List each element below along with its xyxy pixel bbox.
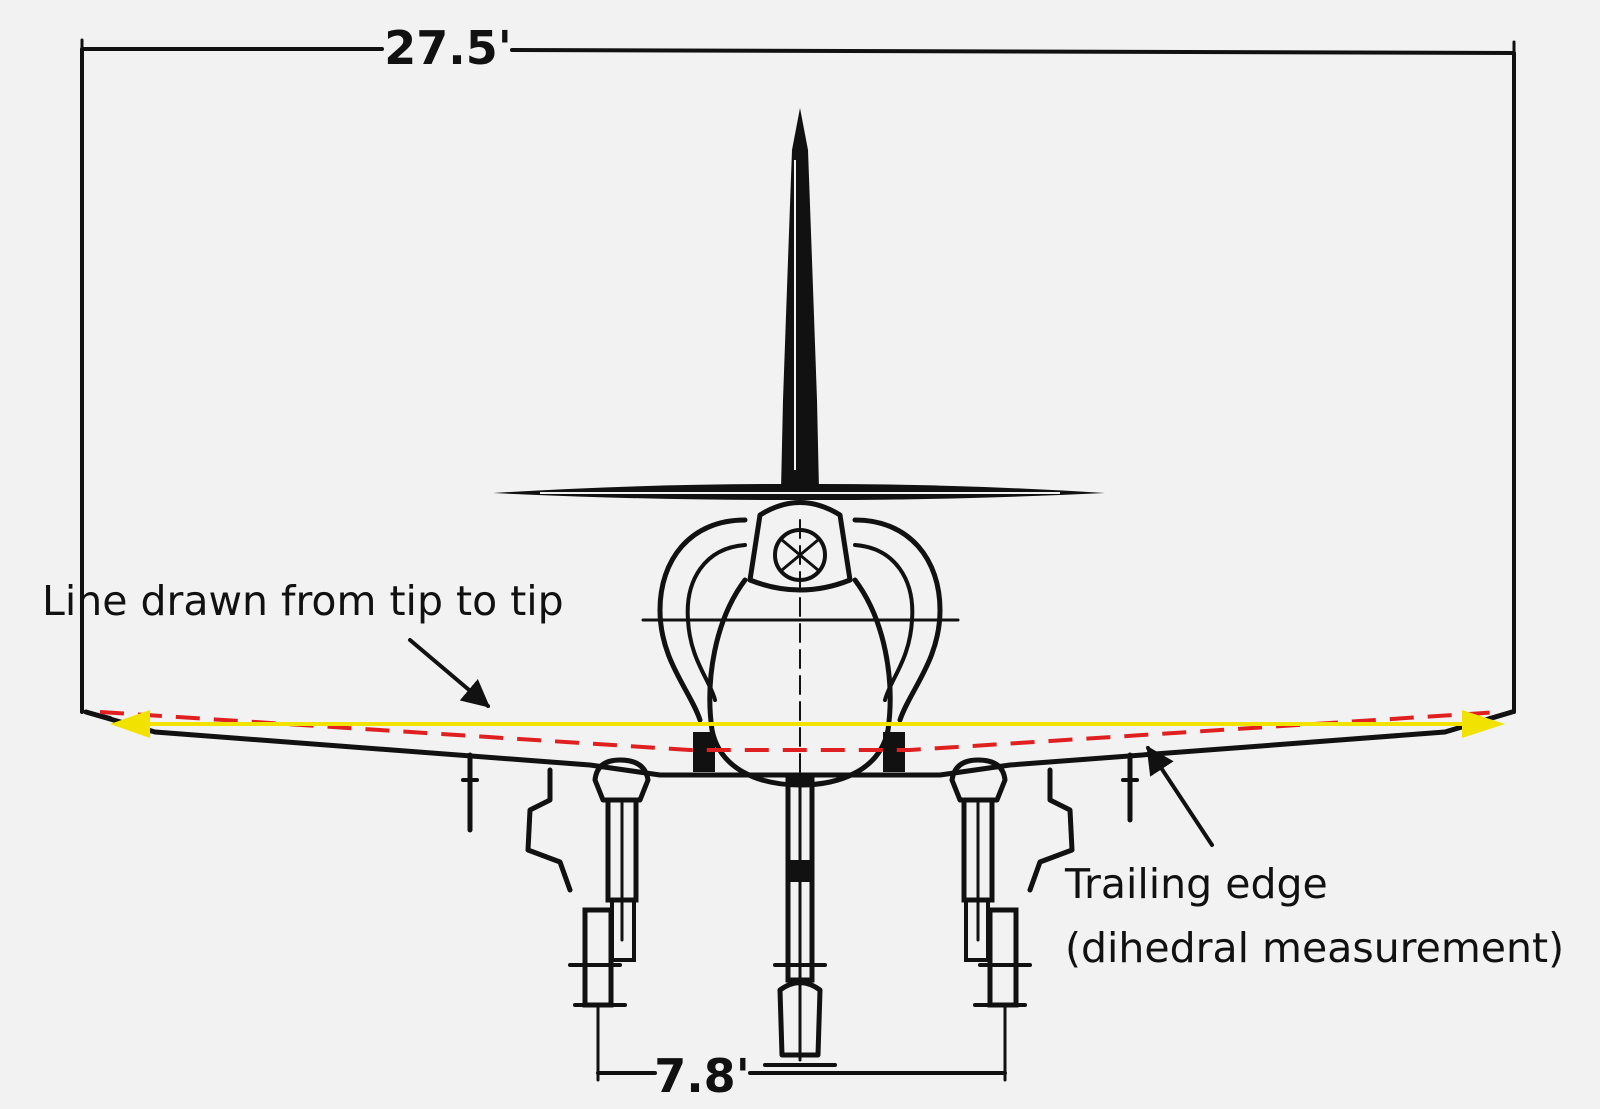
tip-line-annotation: Line drawn from tip to tip — [42, 577, 564, 708]
span-dimension: 27.5' — [80, 21, 1516, 714]
track-dimension-label: 7.8' — [654, 1049, 750, 1103]
tip-to-tip-line — [110, 710, 1505, 738]
wing — [83, 709, 1515, 778]
left-main-gear — [568, 757, 651, 1008]
tip-line-label: Line drawn from tip to tip — [42, 577, 564, 625]
wing-pylons — [461, 752, 1139, 893]
trailing-edge-annotation: Trailing edge (dihedral measurement) — [1064, 745, 1564, 972]
span-dimension-label: 27.5' — [384, 21, 512, 75]
trailing-edge-line — [99, 710, 1501, 752]
trailing-edge-label-line1: Trailing edge — [1064, 860, 1328, 908]
horizontal-stabilizer — [493, 484, 1105, 500]
vertical-tail — [781, 108, 819, 490]
right-main-gear — [949, 757, 1032, 1008]
track-dimension: 7.8' — [596, 1003, 1007, 1103]
trailing-edge-label-line2: (dihedral measurement) — [1065, 924, 1564, 972]
nose-gear — [763, 777, 837, 1067]
